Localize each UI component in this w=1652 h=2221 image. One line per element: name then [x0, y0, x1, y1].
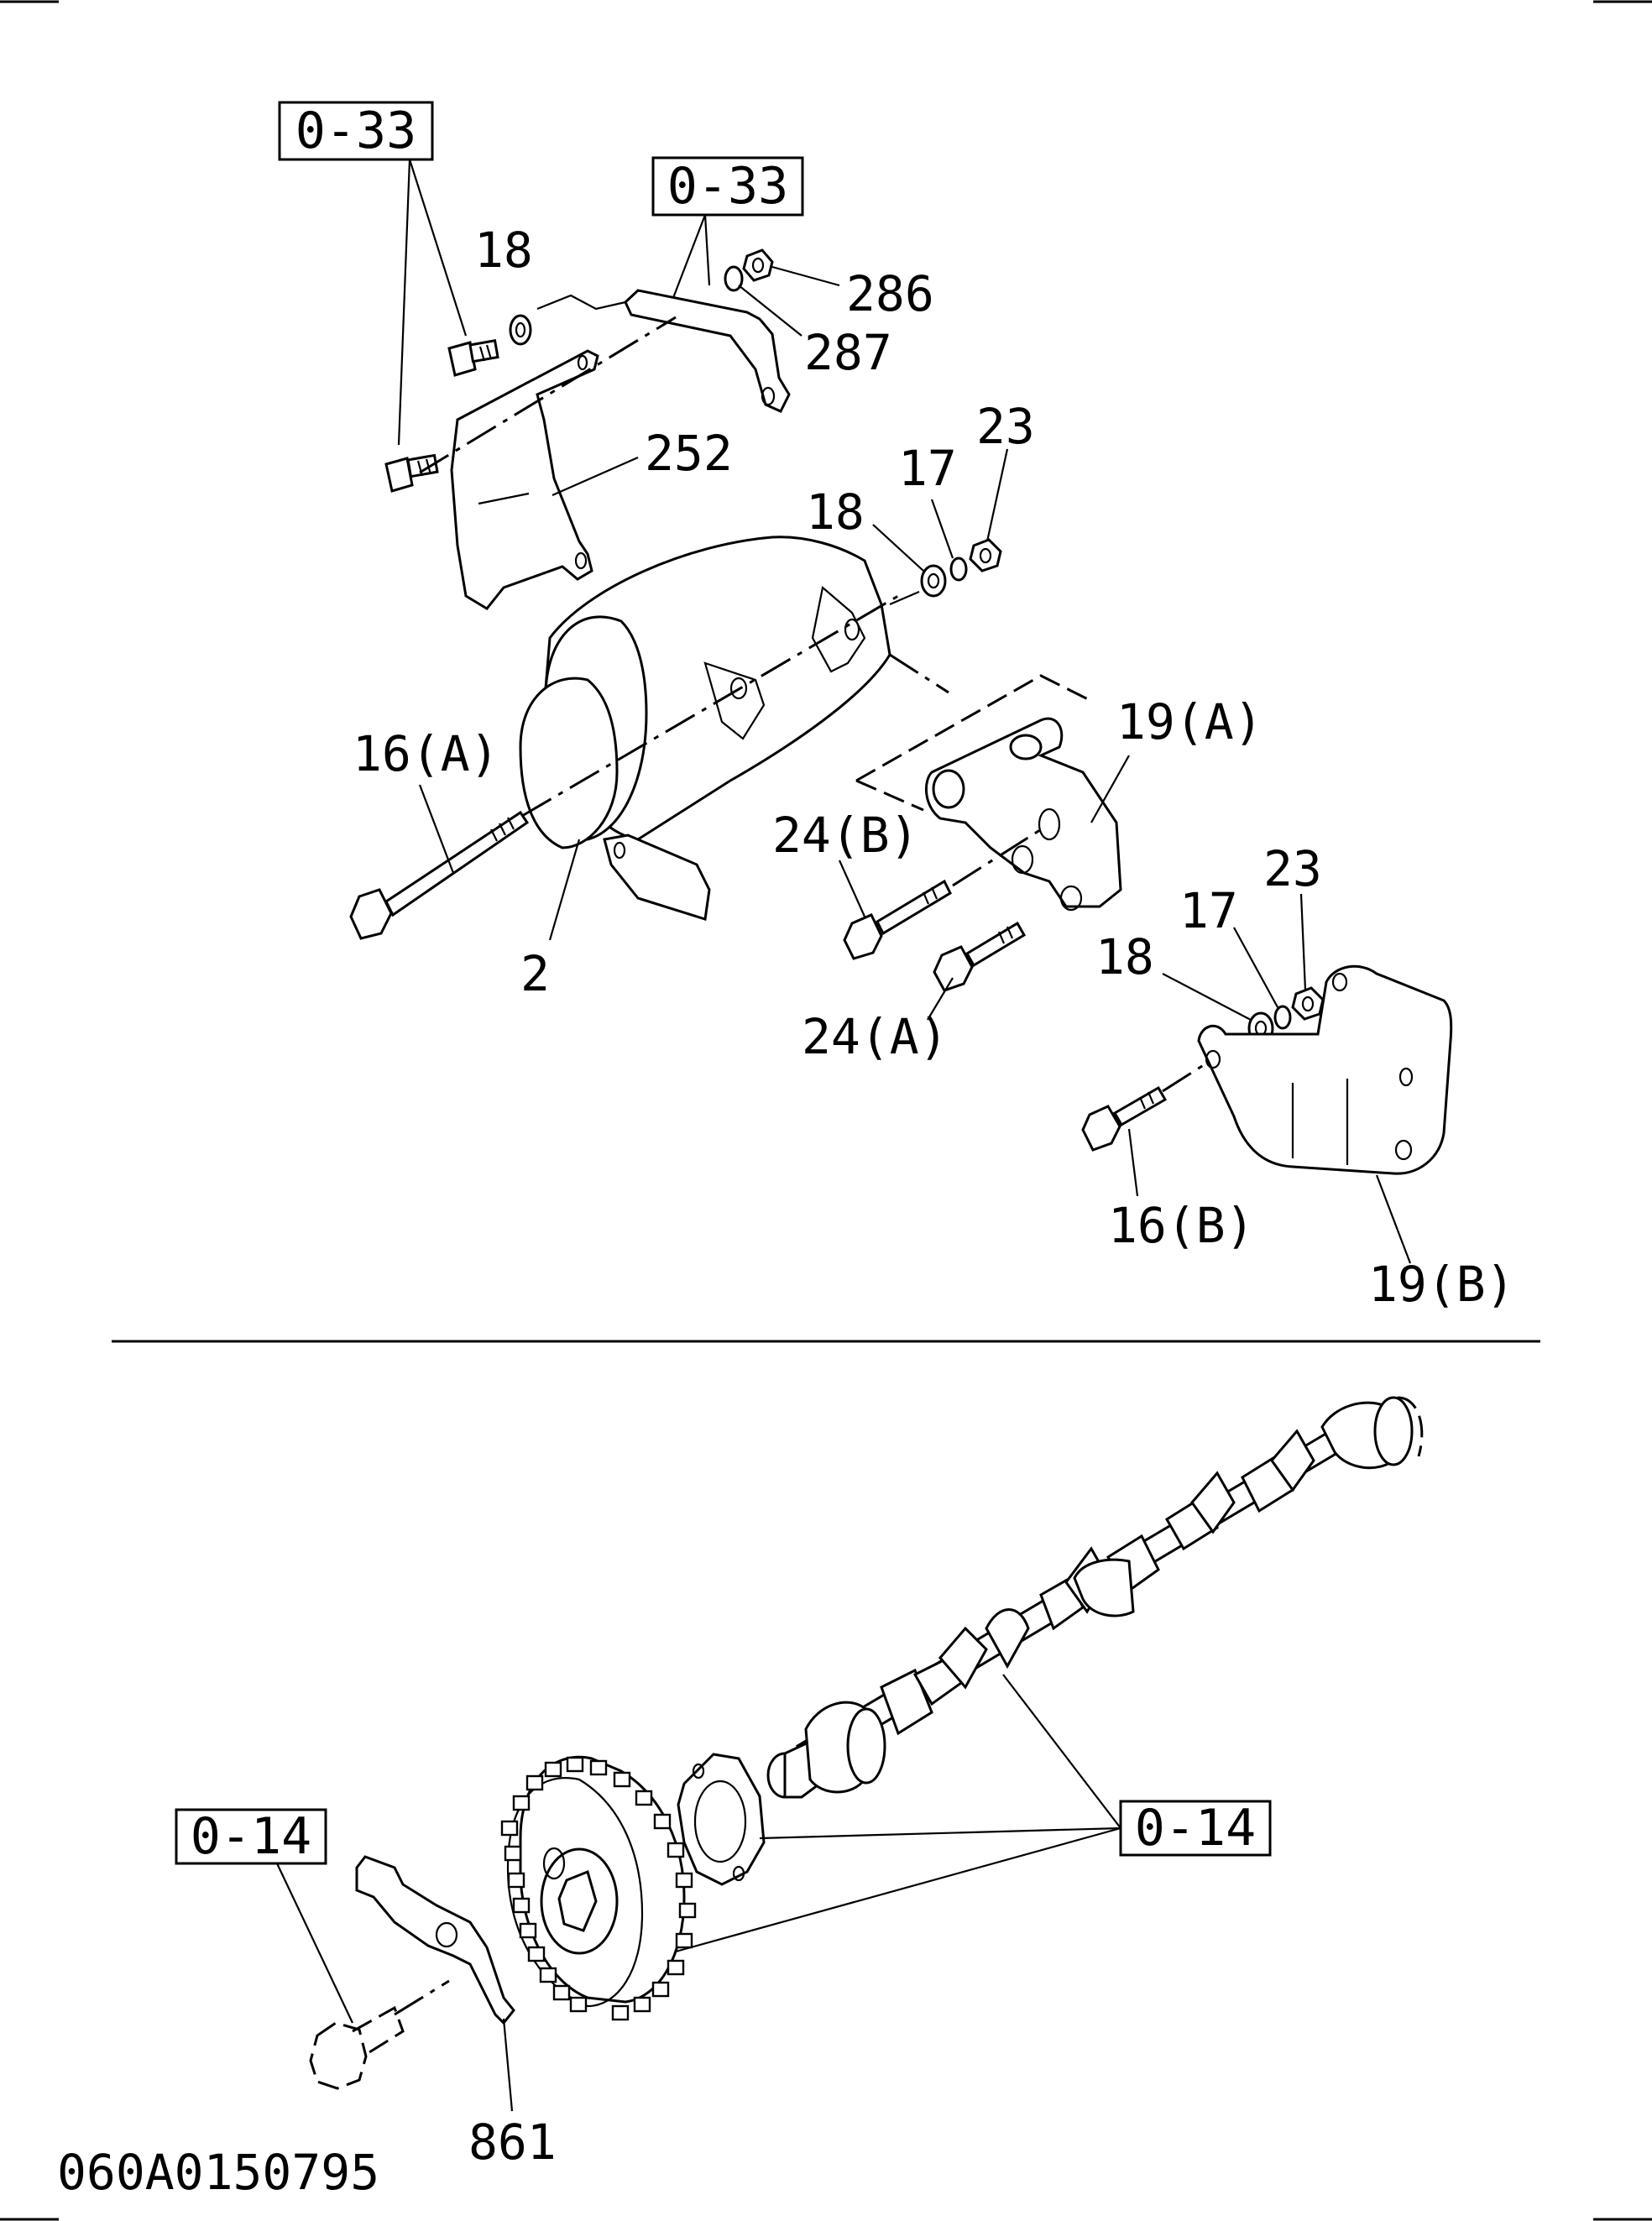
bolt-16b[interactable] — [1081, 1085, 1168, 1152]
ref-box-0-14-left[interactable]: 0-14 — [175, 1807, 327, 1866]
leader-ref-0-14-left — [276, 1863, 353, 2024]
label-18-low: 18 — [1095, 928, 1154, 985]
svg-text:0-33: 0-33 — [667, 157, 789, 216]
adjusting-link[interactable] — [536, 289, 791, 413]
ref-box-0-33-right[interactable]: 0-33 — [651, 156, 804, 217]
leaders-ref-0-14-right — [675, 1674, 1121, 1953]
label-24b: 24(B) — [772, 807, 919, 864]
label-17-low: 17 — [1179, 882, 1238, 939]
label-252: 252 — [645, 425, 733, 482]
label-19b: 19(B) — [1368, 1256, 1515, 1313]
leader-16a — [418, 784, 455, 874]
washer-18-top[interactable] — [509, 314, 532, 346]
thrust-plate[interactable] — [677, 1753, 766, 1886]
bracket-19b[interactable] — [1197, 964, 1453, 1175]
bolt-16a[interactable] — [349, 810, 530, 940]
bolt-24a[interactable] — [933, 921, 1027, 992]
nut-23-low[interactable] — [1291, 986, 1325, 1021]
leader-24a — [927, 977, 954, 1021]
bolt-lower-small[interactable] — [384, 453, 439, 493]
label-16b: 16(B) — [1108, 1197, 1255, 1254]
lock-washer-17-low[interactable] — [1273, 1005, 1292, 1030]
svg-text:0-14: 0-14 — [191, 1807, 312, 1866]
leader-2 — [548, 839, 581, 941]
ref-box-0-14-right[interactable]: 0-14 — [1119, 1799, 1272, 1858]
bottom-section: 0-14 0-14 861 — [175, 1396, 1424, 2171]
label-287: 287 — [804, 324, 892, 381]
top-section: 0-33 0-33 — [278, 101, 1515, 1313]
bracket-252[interactable] — [450, 349, 599, 610]
label-2: 2 — [520, 945, 550, 1002]
camshaft[interactable] — [766, 1396, 1424, 1799]
svg-text:0-14: 0-14 — [1135, 1799, 1257, 1858]
label-24a: 24(A) — [802, 1008, 949, 1065]
axis-16b — [1162, 1060, 1210, 1093]
svg-text:0-33: 0-33 — [295, 102, 417, 160]
nut-23-mid[interactable] — [969, 538, 1002, 572]
leader-19b — [1375, 1174, 1412, 1264]
label-16a: 16(A) — [353, 725, 499, 782]
ref-leaders-top — [397, 159, 711, 446]
camshaft-gear[interactable] — [500, 1755, 697, 2021]
leader-16b — [1127, 1128, 1139, 1197]
label-861: 861 — [468, 2114, 557, 2171]
washer-18-mid[interactable] — [920, 564, 947, 598]
leaders-mid-stack — [872, 448, 1009, 572]
label-19a: 19(A) — [1116, 693, 1263, 750]
leaders-286-287 — [738, 265, 840, 337]
nut-286[interactable] — [742, 248, 774, 282]
bracket-19a[interactable] — [924, 717, 1122, 912]
drawing-code: 060A0150795 — [57, 2144, 379, 2201]
label-18-top: 18 — [474, 222, 533, 279]
bolt-24b[interactable] — [843, 879, 952, 960]
leader-252 — [552, 456, 639, 497]
axis-24b — [952, 825, 1046, 887]
leaders-low-stack — [1162, 893, 1307, 1021]
bolt-upper-small[interactable] — [447, 339, 499, 377]
bracket-19a-dashed-outline — [855, 674, 1092, 812]
axis-alternator — [521, 594, 899, 818]
leader-861 — [502, 2018, 514, 2112]
label-23-mid: 23 — [976, 398, 1035, 455]
gear-bolt[interactable] — [309, 1979, 450, 2090]
lock-plate-861[interactable] — [355, 1855, 515, 2025]
axis-19a — [889, 653, 949, 694]
lock-washer-287[interactable] — [724, 265, 744, 292]
label-17-mid: 17 — [898, 440, 957, 497]
ref-box-0-33-left[interactable]: 0-33 — [278, 101, 434, 161]
leader-19a — [1090, 755, 1130, 823]
lock-washer-17-mid[interactable] — [949, 557, 968, 582]
leader-24b — [838, 860, 866, 917]
alternator-2[interactable] — [519, 536, 920, 921]
label-18-mid: 18 — [806, 483, 865, 541]
axis-upper — [419, 316, 677, 474]
label-286: 286 — [846, 265, 934, 322]
label-23-low: 23 — [1263, 840, 1322, 897]
